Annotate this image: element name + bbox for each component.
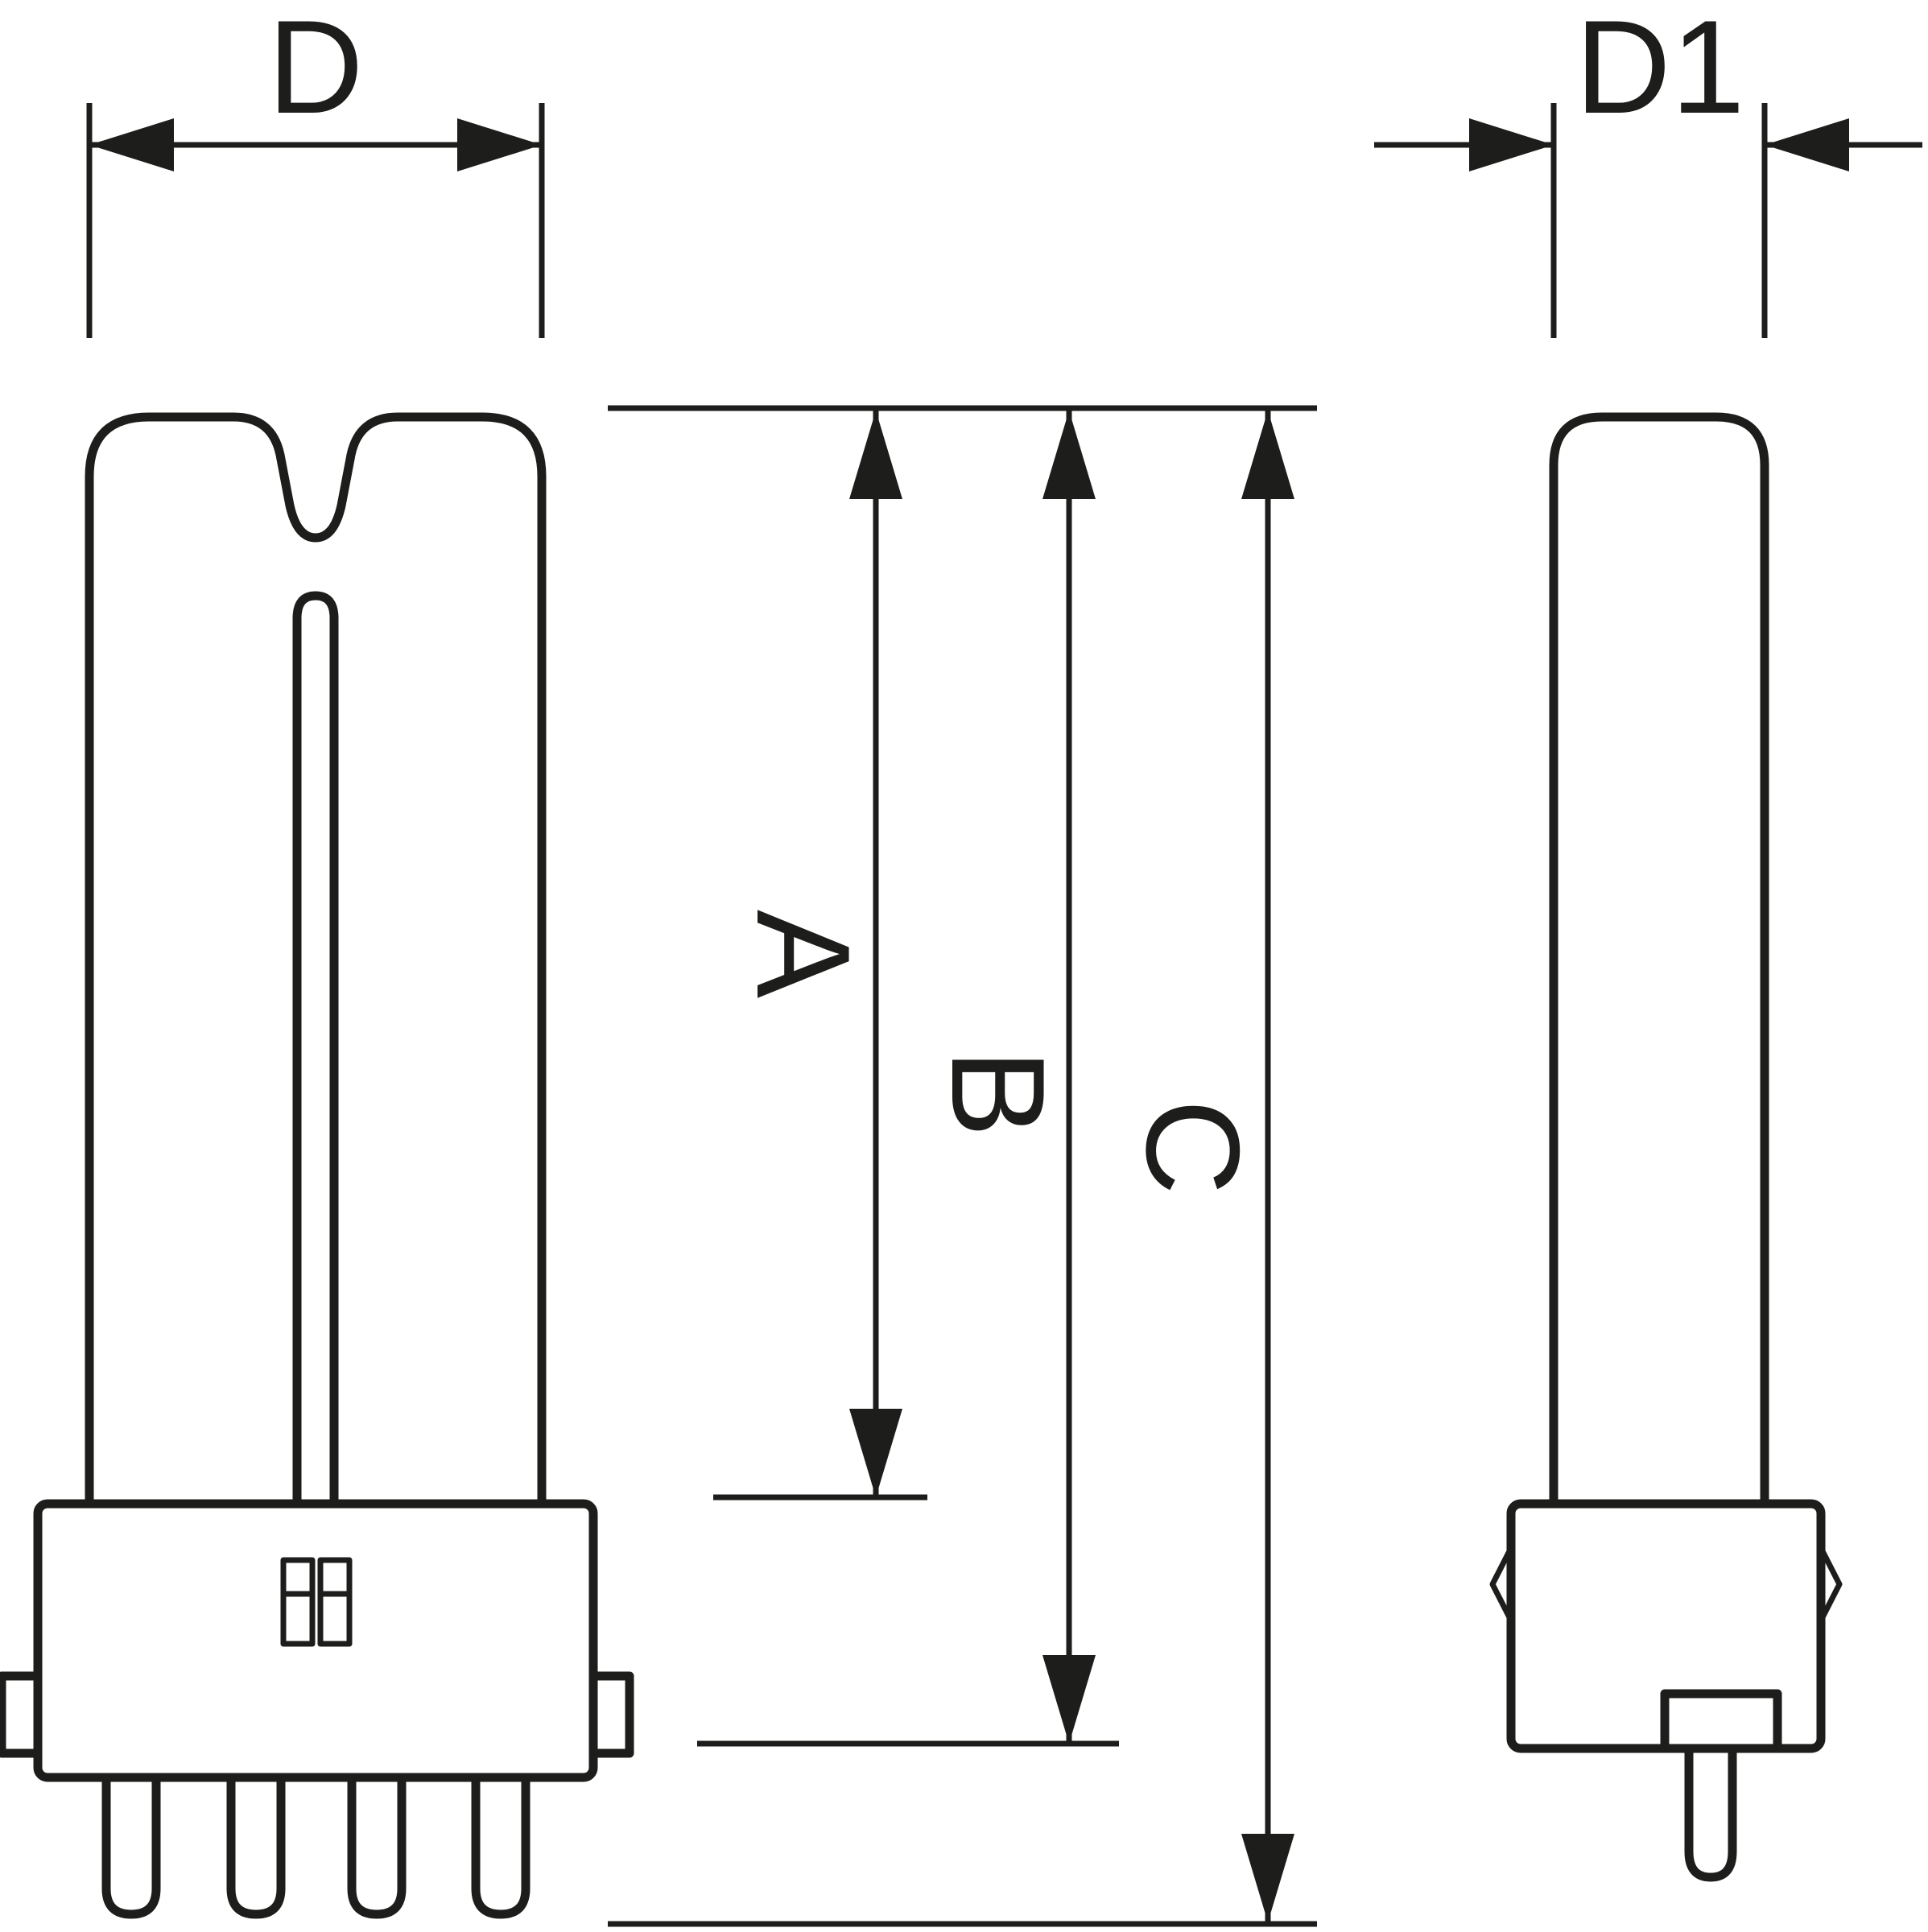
d-arrowhead-right-icon (457, 118, 542, 171)
c-arrowhead-down-icon (1241, 1834, 1294, 1922)
dimension-b: B (924, 411, 1096, 1744)
pin-2 (226, 1773, 286, 1919)
front-base-tab-right (588, 1671, 634, 1758)
c-arrowhead-up-icon (1241, 411, 1294, 499)
pin-4 (471, 1773, 531, 1919)
lamp-front-view (0, 412, 634, 1919)
dimension-a-label: A (729, 910, 877, 998)
front-tube-inner-slot (292, 591, 339, 1509)
pin-3 (347, 1773, 407, 1919)
front-base-contact-detail (280, 1557, 353, 1647)
front-base (33, 1499, 598, 1782)
lamp-side-view (1489, 412, 1843, 1882)
d-arrowhead-left-icon (89, 118, 174, 171)
dimension-a: A (729, 411, 902, 1497)
dimension-c: C (1119, 411, 1294, 1922)
pin-1 (101, 1773, 161, 1919)
a-arrowhead-down-icon (849, 1409, 902, 1497)
dimension-b-label: B (924, 1049, 1072, 1137)
side-base-step (1660, 1689, 1782, 1753)
d1-arrowhead-left-icon (1469, 118, 1554, 171)
b-arrowhead-up-icon (1042, 411, 1096, 499)
dimension-c-label: C (1119, 1099, 1267, 1195)
side-base-clip-right (1818, 1546, 1843, 1622)
front-tube-outline (85, 412, 547, 1509)
dimension-d1: D1 (1374, 0, 1922, 338)
dimension-d1-label: D1 (1575, 0, 1745, 141)
front-base-tab-left (0, 1671, 43, 1758)
side-tube-outline (1549, 412, 1769, 1509)
b-arrowhead-down-icon (1042, 1655, 1096, 1744)
front-base-pins (101, 1773, 531, 1919)
contact-detail-right (317, 1557, 353, 1647)
dimension-d: D (86, 0, 545, 338)
dimension-d-label: D (267, 0, 363, 141)
contact-detail-left (280, 1557, 316, 1647)
d1-arrowhead-right-icon (1765, 118, 1849, 171)
a-arrowhead-up-icon (849, 411, 902, 499)
side-pin (1684, 1744, 1737, 1882)
side-base-clip-left (1489, 1546, 1514, 1622)
